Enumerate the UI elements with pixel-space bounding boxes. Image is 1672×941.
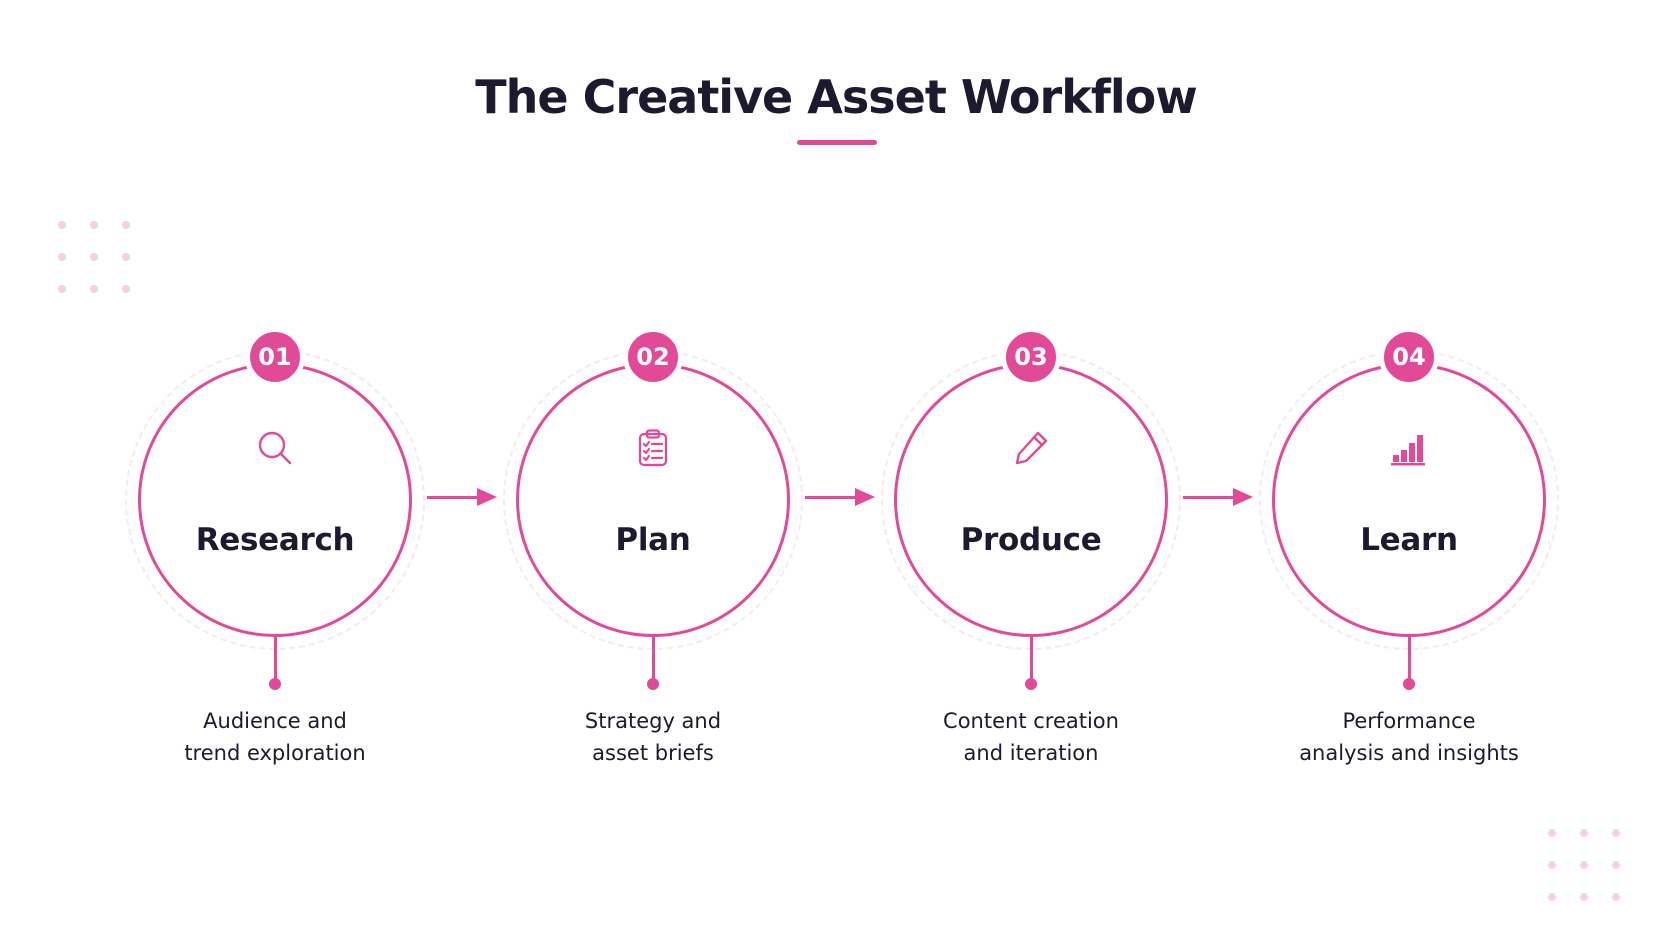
- step-title: Plan: [615, 522, 691, 558]
- connector-line: [1407, 637, 1411, 679]
- clipboard-checklist-icon: [633, 428, 673, 468]
- pencil-icon: [1011, 428, 1051, 468]
- connector-line: [1029, 637, 1033, 679]
- step-description: Audience and trend exploration: [125, 705, 425, 769]
- step-description-line-2: trend exploration: [184, 741, 366, 765]
- step-title: Research: [195, 522, 355, 558]
- step-circle: [1272, 363, 1546, 637]
- step-number-badge: 03: [1001, 327, 1061, 387]
- connector-dot: [1025, 678, 1037, 690]
- step-learn: 04 Learn Performance analysis and insigh…: [1259, 325, 1559, 785]
- title-underline: [797, 140, 877, 145]
- bar-chart-icon: [1389, 428, 1429, 468]
- step-plan: 02 Plan Strategy and asset briefs: [503, 325, 803, 785]
- step-description-line-1: Content creation: [943, 709, 1119, 733]
- step-number-badge: 02: [623, 327, 683, 387]
- decorative-dots-bottom-right: [1548, 829, 1620, 901]
- step-description-line-1: Strategy and: [584, 709, 722, 733]
- step-description: Performance analysis and insights: [1259, 705, 1559, 769]
- connector-line: [651, 637, 655, 679]
- connector-dot: [269, 678, 281, 690]
- connector-dot: [647, 678, 659, 690]
- step-circle: [138, 363, 412, 637]
- step-number-badge: 04: [1379, 327, 1439, 387]
- search-icon: [255, 428, 295, 468]
- arrow-right-icon: [427, 488, 497, 506]
- step-produce: 03 Produce Content creation and iteratio…: [881, 325, 1181, 785]
- page-title: The Creative Asset Workflow: [475, 70, 1197, 124]
- step-description: Strategy and asset briefs: [503, 705, 803, 769]
- arrow-right-icon: [1183, 488, 1253, 506]
- step-circle: [516, 363, 790, 637]
- step-description: Content creation and iteration: [881, 705, 1181, 769]
- step-description-line-1: Performance: [1342, 709, 1476, 733]
- arrow-right-icon: [805, 488, 875, 506]
- connector-line: [273, 637, 277, 679]
- step-circle: [894, 363, 1168, 637]
- step-description-line-2: analysis and insights: [1299, 741, 1519, 765]
- step-title: Produce: [960, 522, 1102, 558]
- decorative-dots-top-left: [58, 221, 130, 293]
- step-description-line-2: and iteration: [963, 741, 1099, 765]
- step-number-badge: 01: [245, 327, 305, 387]
- step-research: 01 Research Audience and trend explorati…: [125, 325, 425, 785]
- step-description-line-2: asset briefs: [592, 741, 714, 765]
- step-title: Learn: [1360, 522, 1458, 558]
- connector-dot: [1403, 678, 1415, 690]
- step-description-line-1: Audience and: [203, 709, 347, 733]
